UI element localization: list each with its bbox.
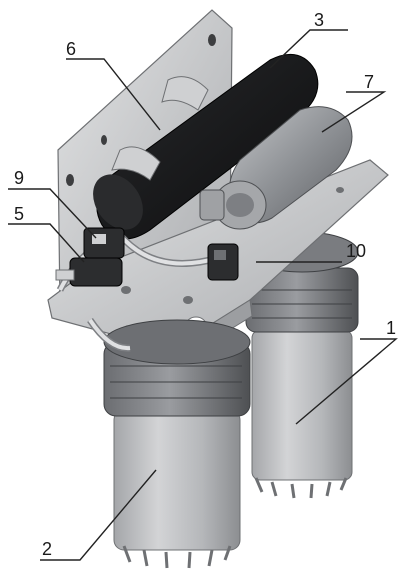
- filter-housing-right: [245, 231, 359, 499]
- callout-9: 9: [14, 168, 24, 188]
- filter-housing-left: [103, 319, 251, 569]
- callout-3: 3: [314, 10, 324, 30]
- flow-restrictor: [55, 257, 123, 287]
- callout-6: 6: [66, 39, 76, 59]
- callout-7: 7: [364, 72, 374, 92]
- pressure-switch: [207, 243, 239, 281]
- callout-labels: 3 6 7 9 5 10 1 2: [14, 10, 396, 559]
- callout-1: 1: [386, 318, 396, 338]
- leader-lines: [8, 29, 398, 561]
- booster-pump: [199, 106, 353, 230]
- callout-2: 2: [42, 539, 52, 559]
- callout-10: 10: [346, 241, 366, 261]
- callout-5: 5: [14, 204, 24, 224]
